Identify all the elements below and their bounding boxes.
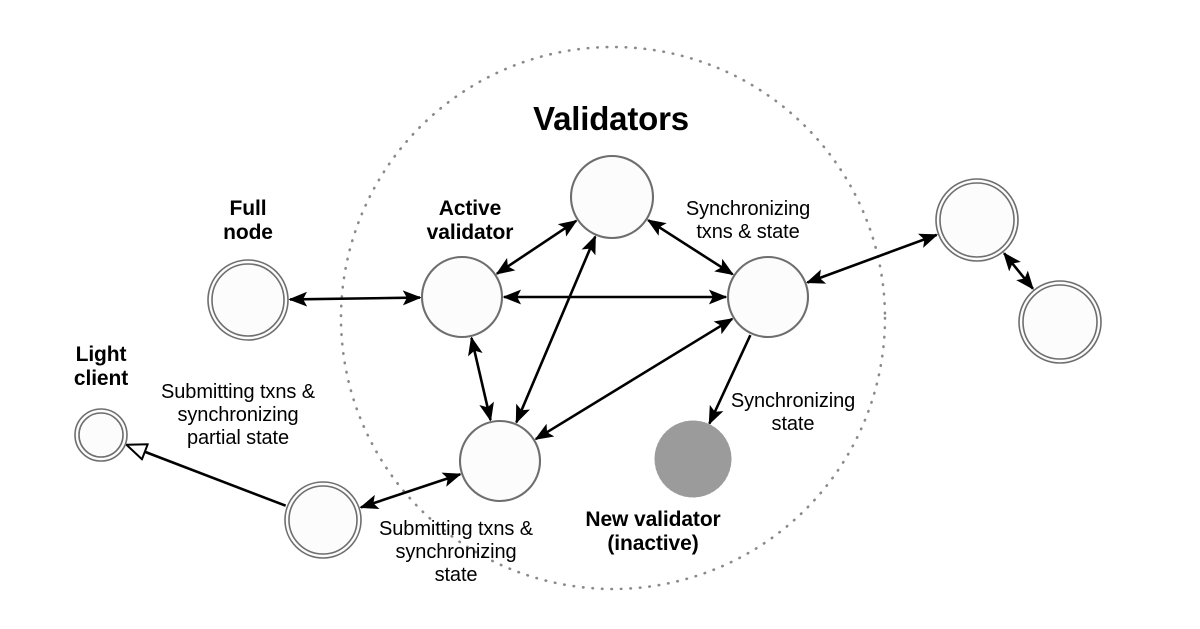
label-submit-partial: Submitting txns & synchronizing partial …: [161, 381, 315, 450]
nodes-layer: [74, 154, 1102, 559]
edge-validatorright-to-newvalidator: [708, 334, 752, 426]
label-sync-txns-state: Synchronizing txns & state: [685, 198, 811, 244]
edge-validatorright-to-fullnoderighttop: [805, 233, 939, 284]
label-title: Validators: [533, 100, 689, 137]
edge-fullnode-to-activevalidator: [288, 290, 422, 307]
edge-fullnoderighttop-to-fullnoderightbottom: [1003, 252, 1034, 290]
validators-boundary: [339, 45, 887, 591]
label-active-validator: Active validator: [426, 197, 514, 245]
edge-fullnodebottom-to-validatorbottom: [359, 472, 462, 510]
full-node-circle[interactable]: [207, 259, 289, 341]
label-full-node: Full node: [223, 197, 273, 245]
full-node-right-bottom-circle[interactable]: [1018, 280, 1102, 364]
edge-validatortop-to-validatorright: [646, 219, 734, 276]
active-validator-circle[interactable]: [420, 255, 504, 339]
label-submit-full: Submitting txns & synchronizing state: [379, 518, 533, 587]
edge-activevalidator-to-validatorbottom: [468, 336, 494, 422]
edge-validatortop-to-validatorbottom: [515, 235, 597, 424]
label-light-client: Light client: [73, 343, 129, 391]
validator-top-circle[interactable]: [569, 154, 655, 240]
light-client-circle[interactable]: [74, 408, 128, 462]
validators-boundary-layer: [339, 45, 887, 591]
full-node-right-top-circle[interactable]: [935, 178, 1019, 262]
edge-fullnodebottom-to-lightclient: [127, 445, 287, 507]
edge-validatorbottom-to-validatorright: [534, 317, 734, 441]
validator-bottom-circle[interactable]: [458, 419, 542, 503]
label-sync-state: Synchronizing state: [730, 390, 856, 436]
label-new-validator: New validator (inactive): [585, 508, 721, 556]
edges-layer: [127, 219, 1034, 510]
full-node-bottom-circle[interactable]: [284, 481, 362, 559]
new-validator-inactive-circle[interactable]: [654, 420, 732, 498]
validator-right-circle[interactable]: [726, 255, 810, 339]
